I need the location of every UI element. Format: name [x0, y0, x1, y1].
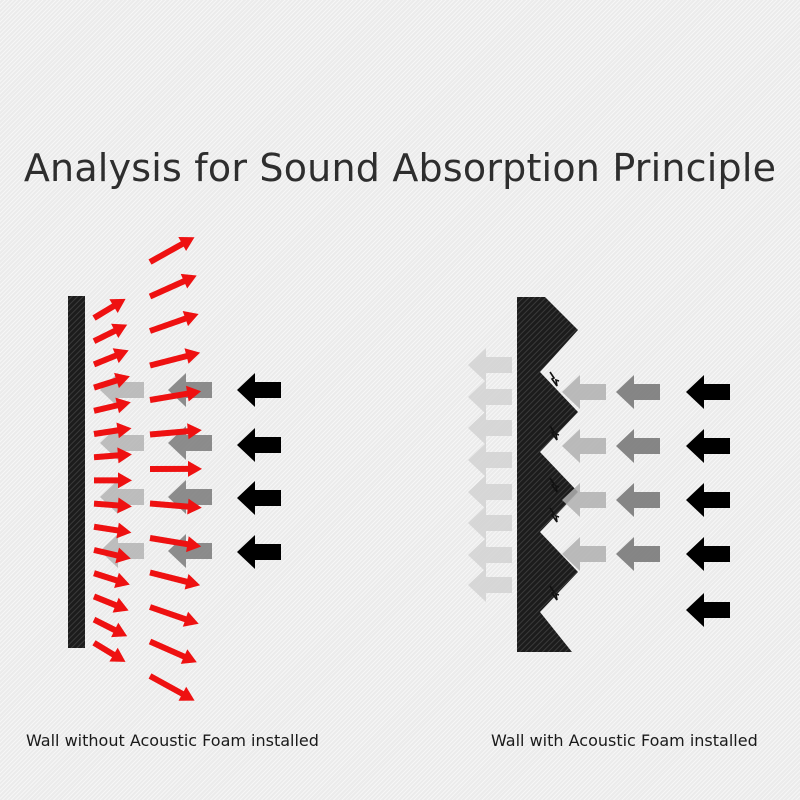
reflected-sound-arrow [148, 673, 195, 701]
absorbed-sound-arrow [616, 429, 660, 463]
transmitted-sound-arrow [468, 348, 512, 382]
wall-with-acoustic-foam [517, 297, 578, 652]
caption-with-foam: Wall with Acoustic Foam installed [491, 731, 758, 750]
absorbed-sound-arrow [616, 375, 660, 409]
panel-with-foam [468, 297, 730, 652]
absorption-marks [549, 371, 560, 601]
incident-sound-arrow [686, 429, 730, 463]
absorbed-sound-arrow [562, 483, 606, 517]
reflected-sound-arrow [148, 638, 197, 664]
reflected-sound-arrow [149, 535, 202, 553]
absorbed-sound-arrow [562, 375, 606, 409]
incident-sound-arrow [686, 483, 730, 517]
reflected-sound-arrow [93, 497, 132, 514]
reflected-sound-arrow [93, 547, 131, 564]
incident-sound-arrow [237, 481, 281, 515]
page-title: Analysis for Sound Absorption Principle [23, 146, 777, 190]
absorbed-sound-arrow [616, 483, 660, 517]
reflected-sound-arrow [92, 593, 129, 613]
absorption-mark [549, 507, 560, 523]
reflected-sound-arrow [149, 311, 199, 334]
incident-sound-arrows-left [237, 373, 281, 569]
panel-without-foam [68, 237, 281, 701]
reflected-sound-arrow [93, 397, 131, 414]
reflected-sound-arrow [149, 423, 202, 440]
reflected-sound-arrow [149, 604, 199, 627]
reflected-sound-arrow [149, 498, 202, 515]
reflected-sound-arrow [93, 372, 130, 391]
incident-sound-arrow [237, 535, 281, 569]
incident-sound-arrow [237, 373, 281, 407]
reflected-sound-arrow [92, 298, 126, 321]
reflected-sound-arrow [148, 237, 195, 265]
transmitted-sound-arrow [468, 568, 512, 602]
reflected-sound-arrow [148, 273, 197, 300]
wall-without-foam [68, 296, 85, 648]
reflected-sound-arrow [94, 472, 132, 489]
incident-sound-arrow [237, 428, 281, 462]
faded-sound-arrow [100, 426, 144, 460]
absorption-mark [549, 585, 560, 601]
incident-sound-arrow [686, 375, 730, 409]
transmitted-sound-arrow [468, 380, 512, 414]
incident-sound-arrow [686, 593, 730, 627]
absorbed-sound-arrow [616, 537, 660, 571]
reflected-sound-arrow [92, 616, 128, 638]
reflected-sound-arrow [150, 460, 202, 477]
reflected-sound-arrow [92, 640, 126, 662]
absorbed-sound-arrow [562, 537, 606, 571]
reflected-sound-arrows [92, 237, 202, 701]
reflected-sound-arrow [93, 447, 132, 464]
absorbed-sound-arrow [562, 429, 606, 463]
absorption-mark [549, 371, 560, 387]
absorbed-sound-arrows [468, 348, 660, 602]
reflected-sound-arrow [92, 323, 128, 344]
absorption-mark [549, 425, 560, 441]
absorption-mark [549, 477, 560, 493]
reflected-sound-arrow [149, 385, 202, 403]
transmitted-sound-arrow [468, 538, 512, 572]
reflected-sound-arrow [149, 569, 201, 590]
transmitted-sound-arrow [468, 443, 512, 477]
transmitted-sound-arrow [468, 411, 512, 445]
caption-without-foam: Wall without Acoustic Foam installed [26, 731, 319, 750]
transmitted-sound-arrow [468, 506, 512, 540]
reflected-sound-arrow [93, 570, 130, 588]
reflected-sound-arrow [92, 348, 129, 368]
reflected-sound-arrow [93, 422, 132, 439]
transmitted-sound-arrow [468, 475, 512, 509]
reflected-sound-arrow [93, 522, 132, 539]
incident-sound-arrow [686, 537, 730, 571]
incident-sound-arrows-right [686, 375, 730, 627]
reflected-sound-arrow [149, 348, 201, 369]
